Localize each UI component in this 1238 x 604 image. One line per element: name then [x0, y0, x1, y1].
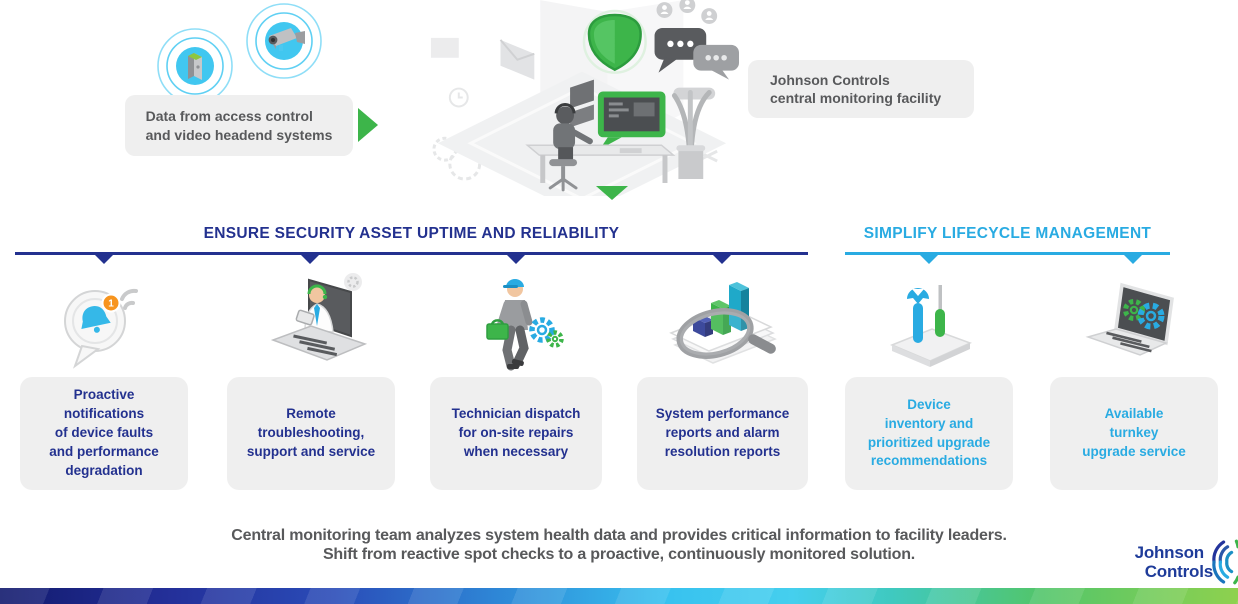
rule-arrow-icon: [301, 255, 319, 264]
security-camera-icon: [246, 3, 322, 79]
footer-summary-line2: Shift from reactive spot checks to a pro…: [322, 546, 916, 563]
shield-glow-ring: [582, 9, 647, 74]
side-monitor-2: [570, 104, 594, 128]
benefit-text: Available turnkey upgrade service: [1082, 406, 1186, 459]
benefit-text: Proactive notifications of device faults…: [49, 387, 159, 478]
source-systems-label: Data from access control and video heade…: [125, 95, 353, 156]
user-avatars-icon: [656, 0, 718, 24]
central-monitoring-room-illustration: [430, 0, 740, 196]
section-title-ensure-uptime: ENSURE SECURITY ASSET UPTIME AND RELIABI…: [203, 225, 620, 242]
benefit-text: System performance reports and alarm res…: [655, 406, 790, 459]
notification-bubble-icon: 1: [64, 288, 138, 369]
facility-label: Johnson Controls central monitoring faci…: [748, 60, 974, 118]
rule-arrow-icon: [1124, 255, 1142, 264]
background-card-icon: [430, 37, 459, 58]
rule-arrow-icon: [920, 255, 938, 264]
flow-arrow-down-icon: [596, 186, 628, 200]
benefit-box-proactive-notifications: Proactive notifications of device faults…: [20, 377, 188, 490]
logo-line1: Johnson: [1134, 543, 1205, 562]
source-systems-label-text: Data from access control and video heade…: [145, 108, 333, 143]
benefit-box-remote-troubleshooting: Remote troubleshooting, support and serv…: [227, 377, 395, 490]
device-inventory-tools-icon: [890, 285, 972, 367]
envelope-fold: [499, 39, 535, 61]
section-rule-lifecycle: [845, 252, 1170, 255]
rule-arrow-icon: [713, 255, 731, 264]
benefit-text: Remote troubleshooting, support and serv…: [246, 406, 376, 459]
johnson-controls-swirl-icon: [1212, 539, 1238, 585]
benefit-box-device-inventory: Device inventory and prioritized upgrade…: [845, 377, 1013, 490]
technician-dispatch-icon: [486, 279, 564, 371]
facility-label-text: Johnson Controls central monitoring faci…: [770, 71, 942, 106]
shield-highlight: [593, 19, 615, 64]
brand-gradient-bar: [0, 588, 1238, 604]
remote-support-laptop-icon: [270, 273, 368, 361]
turnkey-upgrade-laptop-icon: [1085, 282, 1174, 356]
rule-arrow-icon: [507, 255, 525, 264]
benefit-text: Device inventory and prioritized upgrade…: [867, 396, 991, 469]
benefit-box-turnkey-upgrade: Available turnkey upgrade service: [1050, 377, 1218, 490]
benefit-box-technician-dispatch: Technician dispatch for on-site repairs …: [430, 377, 602, 490]
notification-badge-count: 1: [108, 299, 114, 310]
monitoring-screen-icon: [597, 91, 666, 150]
johnson-controls-logo: Johnson Controls: [1134, 543, 1214, 581]
section-rule-ensure: [15, 252, 808, 255]
footer-summary-line1: Central monitoring team analyzes system …: [231, 527, 1007, 544]
section-title-lifecycle: SIMPLIFY LIFECYCLE MANAGEMENT: [863, 225, 1152, 242]
rule-arrow-icon: [95, 255, 113, 264]
benefit-box-performance-reports: System performance reports and alarm res…: [637, 377, 808, 490]
chat-bubbles-icon: [654, 27, 740, 100]
side-monitor: [570, 79, 594, 109]
flow-arrow-right-icon: [358, 108, 378, 142]
operator-person: [548, 102, 593, 192]
plant: [671, 90, 712, 179]
logo-line2: Controls: [1144, 562, 1213, 582]
performance-reports-magnifier-icon: [669, 282, 777, 364]
benefit-text: Technician dispatch for on-site repairs …: [451, 406, 581, 459]
